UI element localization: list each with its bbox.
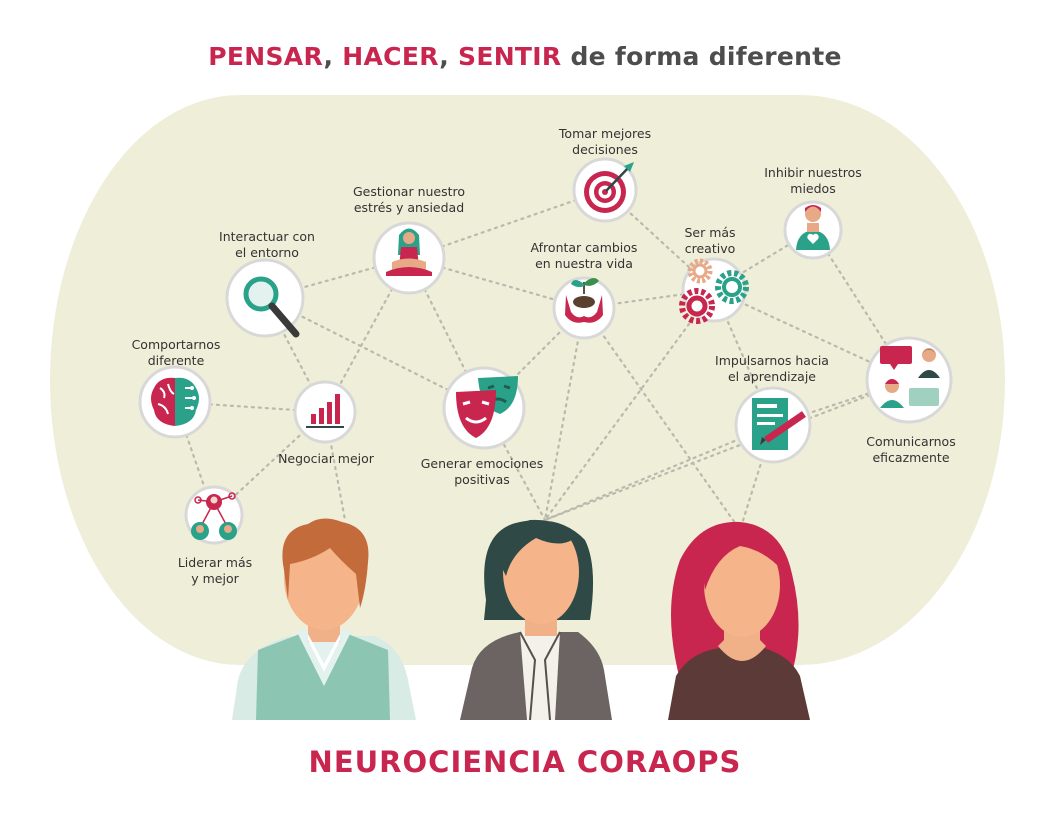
network-people-icon: [191, 492, 237, 540]
theater-masks-icon: [456, 376, 518, 438]
title-word-sentir: SENTIR: [458, 42, 562, 71]
node-decisiones: [572, 157, 638, 223]
footer-brand: NEUROCIENCIA CORAOPS: [308, 745, 742, 779]
node-miedos: [783, 200, 843, 260]
node-comunicarnos: [865, 336, 953, 424]
node-estres: [372, 221, 446, 295]
hands-plant-icon: [565, 277, 603, 323]
meditation-icon: [386, 228, 432, 276]
page-title: PENSAR, HACER, SENTIR de forma diferente: [0, 42, 1050, 71]
node-label-negociar: Negociar mejor: [278, 451, 374, 466]
document-pencil-icon: [752, 398, 806, 450]
background-oval: [50, 95, 1005, 665]
node-emociones: [442, 366, 526, 450]
target-icon: [584, 162, 634, 213]
person-heart-icon: [796, 205, 830, 250]
bar-chart-icon: [306, 394, 344, 428]
brain-icon: [151, 377, 199, 426]
person-man: [232, 518, 416, 720]
node-aprendizaje: [734, 386, 812, 464]
magnifier-icon: [243, 276, 300, 338]
node-negociar: [293, 380, 357, 444]
title-word-hacer: HACER: [342, 42, 440, 71]
person-woman-right: [668, 521, 810, 720]
gears-icon: [679, 258, 749, 324]
title-rest: de forma diferente: [561, 42, 842, 71]
node-entorno: [225, 258, 305, 338]
title-separator: ,: [323, 42, 343, 71]
node-liderar: [184, 485, 244, 545]
node-comportarnos: [138, 365, 212, 439]
chat-people-icon: [880, 346, 940, 408]
title-word-pensar: PENSAR: [208, 42, 324, 71]
title-separator: ,: [439, 42, 459, 71]
node-creativo: [679, 257, 749, 324]
person-woman-center: [460, 519, 612, 721]
node-cambios: [552, 276, 616, 340]
